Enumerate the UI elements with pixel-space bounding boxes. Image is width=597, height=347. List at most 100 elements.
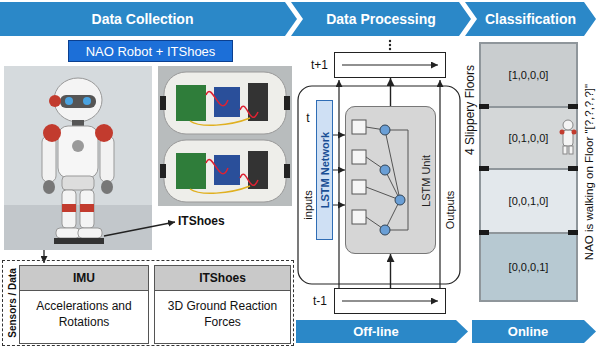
robot-leg <box>80 190 94 228</box>
gate-node <box>380 125 390 135</box>
signal-label: Outputs <box>444 191 456 230</box>
photo-ground <box>479 42 578 302</box>
floor-tile: [1,0,0,0] <box>481 44 576 106</box>
robot-knee <box>80 204 94 212</box>
photo-floor <box>4 205 152 250</box>
network-label: LSTM Network <box>319 132 331 208</box>
network-frame <box>298 86 460 284</box>
unit-label: LSTM Unit <box>420 155 432 207</box>
sensor-group: Sensors / DataIMUAccelerations and Rotat… <box>2 260 294 346</box>
sensor-box: IMUAccelerations and Rotations <box>19 265 149 344</box>
flow-arrow <box>390 254 391 288</box>
stage-arrow: Data Collection <box>0 2 297 36</box>
floor-code: [0,1,0,0] <box>509 132 549 144</box>
time-step: t-1 <box>313 294 327 308</box>
small-robot <box>572 130 577 135</box>
gate-node <box>380 225 390 235</box>
photo-ground <box>4 66 152 250</box>
gate-node <box>380 165 390 175</box>
robot-torso <box>58 126 98 178</box>
group-label: Sensors / Data <box>6 268 17 337</box>
state-arrow <box>342 300 438 301</box>
robot-foot <box>56 228 80 238</box>
stage-title: Data Processing <box>326 11 436 27</box>
strap <box>284 164 290 178</box>
gate-box <box>352 150 366 164</box>
box-label: NAO Robot + ITShoes <box>86 44 216 59</box>
robot-shoulder <box>43 124 61 142</box>
floor-tile: [0,1,0,0] <box>481 108 576 168</box>
tape-mark <box>568 230 578 235</box>
flow-arrow <box>390 78 391 106</box>
robot-head <box>54 78 102 122</box>
strap <box>160 164 166 178</box>
stage-arrow: Classification <box>465 2 596 36</box>
wire <box>206 92 258 118</box>
lstm-schematic <box>298 40 460 301</box>
input-arrow <box>333 205 345 206</box>
state-box: t+1 <box>334 52 446 78</box>
mode-label: Online <box>508 324 548 339</box>
wire <box>190 118 250 193</box>
wire <box>206 160 258 186</box>
tape-mark <box>568 104 578 109</box>
small-robot <box>563 130 573 146</box>
tape-mark <box>479 104 489 109</box>
shoe-sole <box>76 238 104 244</box>
sensor-data: Accelerations and Rotations <box>20 291 148 334</box>
time-label: t <box>306 111 309 125</box>
floor-code: [0,0,1,0] <box>509 195 549 207</box>
robot-shoulder <box>95 124 113 142</box>
photo-caption: 4 Slippery Floors <box>463 65 477 155</box>
sensor-name: ITShoes <box>155 266 290 291</box>
robot-photo <box>4 66 152 250</box>
continuation-dot <box>389 44 391 46</box>
small-robot <box>563 146 567 154</box>
sensor-box: ITShoes3D Ground Reaction Forces <box>154 265 291 344</box>
stage-title: Classification <box>485 11 576 27</box>
floor-code: [1,0,0,0] <box>509 69 549 81</box>
robot-hand <box>101 180 113 194</box>
circuit-board <box>176 153 206 189</box>
robot-ear <box>49 95 61 107</box>
mode-arrow: Off-line <box>296 320 468 343</box>
floor-fill <box>481 108 576 168</box>
state-arrow <box>342 64 438 65</box>
strap <box>160 96 166 110</box>
signal-label: inputs <box>302 190 314 219</box>
gate-box <box>352 120 366 134</box>
small-robot <box>560 130 565 135</box>
robot-face <box>60 95 96 108</box>
shoes-photo <box>158 66 292 206</box>
floor-tile: [0,0,0,1] <box>481 234 576 300</box>
tape-mark <box>568 166 578 171</box>
time-step: t+1 <box>311 58 328 72</box>
small-robot <box>563 120 573 130</box>
continuation-dot <box>389 48 391 50</box>
circuit-board <box>176 85 206 121</box>
unit-fill <box>345 106 436 254</box>
robot-foot <box>78 228 102 238</box>
robot-eye <box>65 97 73 105</box>
recurrent-line <box>338 80 339 288</box>
recurrent-line <box>439 80 440 288</box>
arrow-fill <box>472 320 596 343</box>
arrow-fill <box>296 320 468 343</box>
robot-eye <box>83 97 91 105</box>
part-label: ITShoes <box>178 214 225 228</box>
arrow-fill <box>0 2 297 36</box>
title-box: NAO Robot + ITShoes <box>68 40 233 62</box>
floor-tile: [0,0,1,0] <box>481 170 576 232</box>
floor-code: [0,0,0,1] <box>509 261 549 273</box>
gate-node <box>395 195 405 205</box>
photo-ground <box>158 66 292 206</box>
robot-arm <box>100 136 114 182</box>
arrow-fill <box>465 2 596 36</box>
robot-leg <box>62 190 76 228</box>
tape-mark <box>479 230 489 235</box>
sensor-name: IMU <box>20 266 148 291</box>
robot-arm <box>42 136 56 182</box>
network-box: LSTM Network <box>316 100 333 240</box>
floors-photo <box>479 42 578 302</box>
